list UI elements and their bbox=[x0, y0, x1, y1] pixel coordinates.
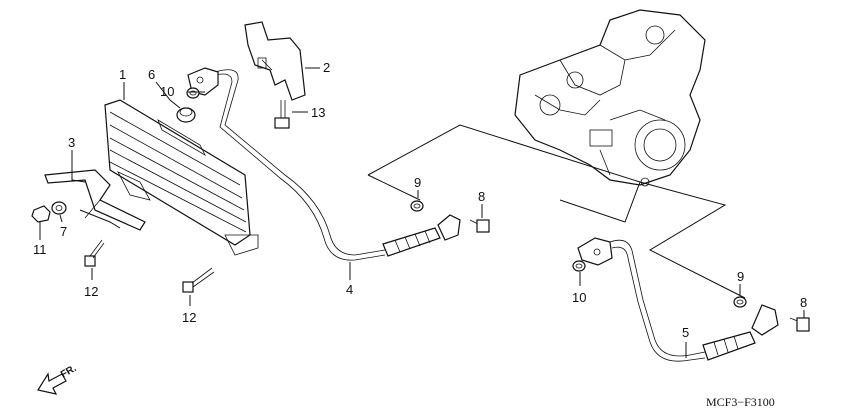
front-arrow-icon bbox=[37, 372, 67, 395]
grommet-part-6 bbox=[176, 107, 196, 123]
o-ring-part-9-upper bbox=[410, 200, 424, 212]
callout-6: 6 bbox=[148, 67, 155, 82]
callout-2: 2 bbox=[323, 60, 330, 75]
front-direction-indicator: FR. bbox=[37, 363, 79, 395]
bolt-part-12-right bbox=[182, 267, 215, 293]
bolt-part-13 bbox=[274, 100, 290, 129]
oil-cooler bbox=[104, 99, 259, 256]
o-ring-part-9-lower bbox=[733, 296, 747, 308]
callout-8-lower: 8 bbox=[800, 295, 807, 310]
engine-block bbox=[514, 9, 706, 187]
callout-12-left: 12 bbox=[84, 284, 98, 299]
callout-5: 5 bbox=[682, 325, 689, 340]
hose-4-lower-fitting bbox=[437, 214, 461, 241]
hose-5-sleeve bbox=[702, 331, 756, 361]
front-direction-label: FR. bbox=[59, 363, 79, 381]
callout-10-upper: 10 bbox=[160, 84, 174, 99]
drawing-code: MCF3−F3100 bbox=[706, 395, 775, 409]
callout-1: 1 bbox=[119, 67, 126, 82]
bolt-part-8-lower bbox=[789, 317, 810, 332]
callout-leaders bbox=[39, 67, 805, 358]
bracket-part-2 bbox=[244, 21, 306, 101]
leader-frame-lower bbox=[639, 181, 746, 299]
callout-4: 4 bbox=[346, 282, 353, 297]
bracket-part-3 bbox=[44, 169, 146, 231]
callout-13: 13 bbox=[311, 105, 325, 120]
hose-4-sleeve bbox=[382, 227, 441, 257]
bolt-part-8-upper bbox=[469, 219, 490, 233]
washer-part-7 bbox=[51, 201, 67, 215]
callout-10-lower: 10 bbox=[572, 290, 586, 305]
oil-hose-part-5 bbox=[577, 237, 779, 362]
nut-part-11 bbox=[31, 205, 51, 223]
callout-3: 3 bbox=[68, 135, 75, 150]
hose-5-upper-flange bbox=[577, 237, 613, 266]
o-ring-part-10-upper bbox=[186, 87, 200, 99]
callout-12-right: 12 bbox=[182, 310, 196, 325]
callout-11: 11 bbox=[33, 242, 47, 257]
o-ring-part-10-lower bbox=[572, 260, 586, 272]
bolt-part-12-left bbox=[84, 239, 105, 267]
callout-9-upper: 9 bbox=[414, 175, 421, 190]
callout-7: 7 bbox=[60, 224, 67, 239]
leader-frame-upper bbox=[367, 124, 641, 183]
callout-8-upper: 8 bbox=[478, 189, 485, 204]
hose-5-lower-fitting bbox=[751, 304, 779, 336]
callout-9-lower: 9 bbox=[737, 269, 744, 284]
